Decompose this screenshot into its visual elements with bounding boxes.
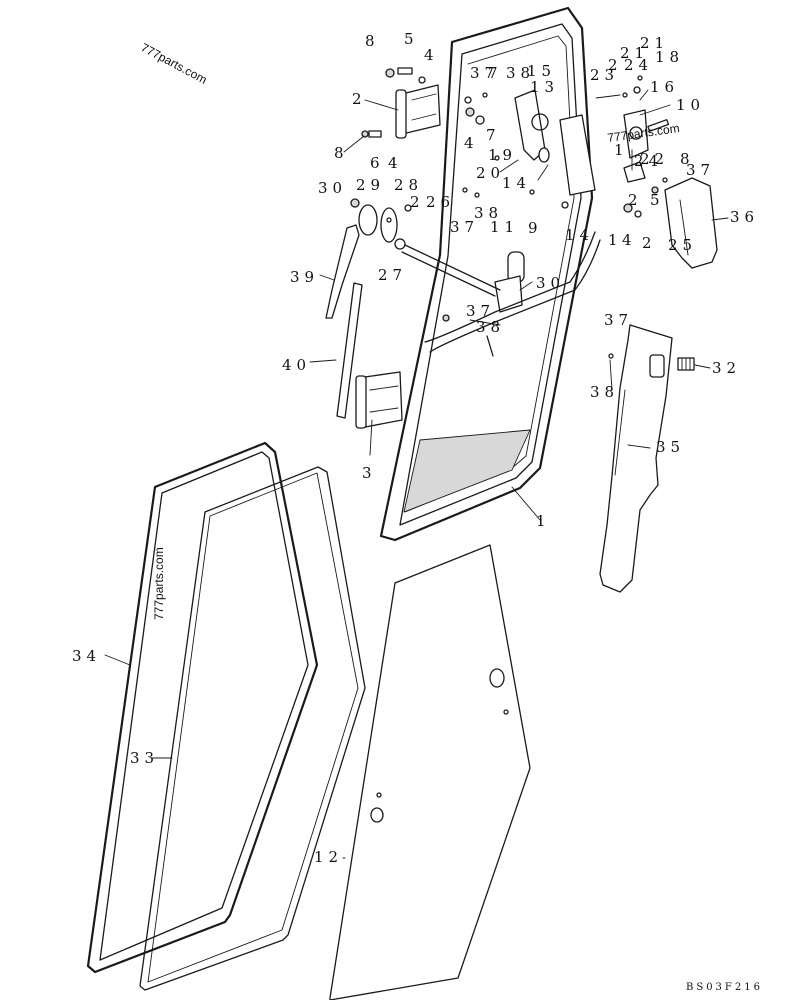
callout-2: 2 xyxy=(410,193,425,211)
glass-seal xyxy=(139,466,366,991)
drawing-code: BS03F216 xyxy=(686,982,763,993)
callout-1: 1 xyxy=(614,141,629,159)
callout-13: 13 xyxy=(530,78,559,96)
callout-2: 2 xyxy=(628,191,643,209)
callout-37: 37 xyxy=(604,311,633,329)
callout-42: 2 xyxy=(642,234,657,252)
outer-handle xyxy=(599,324,673,593)
callout-30: 30 xyxy=(318,179,347,197)
callout-7: 7 xyxy=(486,126,501,144)
upper-hinge xyxy=(395,84,441,139)
door-glass xyxy=(329,544,531,1000)
callout-39: 39 xyxy=(290,268,319,286)
lock-mechanism xyxy=(559,109,649,196)
callout-6: 6 xyxy=(370,154,385,172)
callout-labels: 8 5 4 2 8 6 4 30 29 28 2 26 27 39 40 3 1… xyxy=(72,30,759,866)
callout-4: 4 xyxy=(464,134,479,152)
callout-34: 34 xyxy=(72,647,101,665)
callout-2: 2 xyxy=(608,56,623,74)
callout-2: 22 xyxy=(640,150,669,168)
callout-12: 12 xyxy=(314,848,343,866)
callout-3: 3 xyxy=(362,464,377,482)
callout-4: 4 xyxy=(622,231,637,249)
callout-35: 35 xyxy=(656,438,685,456)
callout-37: 37 xyxy=(686,161,715,179)
callout-15: 15 xyxy=(527,62,556,80)
callout-1: 1 xyxy=(608,231,623,249)
callout-2: 2 xyxy=(352,90,367,108)
callout-37: 37 xyxy=(450,218,479,236)
callout-18: 18 xyxy=(655,48,684,66)
callout-40: 40 xyxy=(282,356,311,374)
watermark-top-left: 777parts.com xyxy=(139,40,210,86)
mounting-plates xyxy=(358,204,398,243)
callout-8: 8 xyxy=(680,150,695,168)
callout-33: 33 xyxy=(130,749,159,767)
callout-27: 27 xyxy=(378,266,407,284)
callout-5: 5 xyxy=(404,30,419,48)
callout-1: 1 xyxy=(536,512,551,530)
part-32-clip xyxy=(677,357,695,371)
inner-handle xyxy=(424,231,601,353)
callout-30: 30 xyxy=(536,274,565,292)
callout-38: 38 xyxy=(476,318,505,336)
callout-6: 26 xyxy=(426,193,455,211)
callout-4: 24 xyxy=(634,152,663,170)
callout-28: 28 xyxy=(394,176,423,194)
callout-16: 16 xyxy=(650,78,679,96)
fasteners xyxy=(350,67,670,359)
callout-4: 4 xyxy=(388,154,403,172)
callout-14: 14 xyxy=(502,174,531,192)
callout-32: 32 xyxy=(712,359,741,377)
callout-12: 21 xyxy=(620,44,649,62)
callout-29: 29 xyxy=(356,176,385,194)
callout-4: 24 xyxy=(624,56,653,74)
callout-21: 21 xyxy=(640,34,669,52)
callout-37: 37 xyxy=(470,64,499,82)
callout-4: 4 xyxy=(424,46,439,64)
latch-assembly xyxy=(514,89,550,163)
callout-11: 11 xyxy=(490,218,519,236)
callout-23: 23 xyxy=(590,66,619,84)
callout-5: 5 xyxy=(650,191,665,209)
wiper-assembly xyxy=(325,224,363,419)
callout-8: 8 xyxy=(365,32,380,50)
callout-8: 38 xyxy=(506,64,535,82)
callout-37: 37 xyxy=(466,302,495,320)
callout-38: 38 xyxy=(590,383,619,401)
callout-9: 9 xyxy=(528,219,543,237)
callout-3: 7 xyxy=(488,64,503,82)
callout-8: 8 xyxy=(334,144,349,162)
callout-31: 14 xyxy=(565,226,594,244)
callout-19: 19 xyxy=(488,146,517,164)
callout-36: 36 xyxy=(730,208,759,226)
glass-gasket xyxy=(86,441,319,974)
lower-hinge xyxy=(355,371,403,429)
watermark-left-strip: 777parts.com xyxy=(152,547,166,620)
callout-20: 20 xyxy=(476,164,505,182)
handle-cover xyxy=(664,177,718,269)
leader-lines xyxy=(104,89,729,859)
callout-5: 25 xyxy=(668,236,697,254)
callout-38: 38 xyxy=(474,204,503,222)
connecting-rod xyxy=(401,244,501,297)
callout-10: 10 xyxy=(676,96,705,114)
